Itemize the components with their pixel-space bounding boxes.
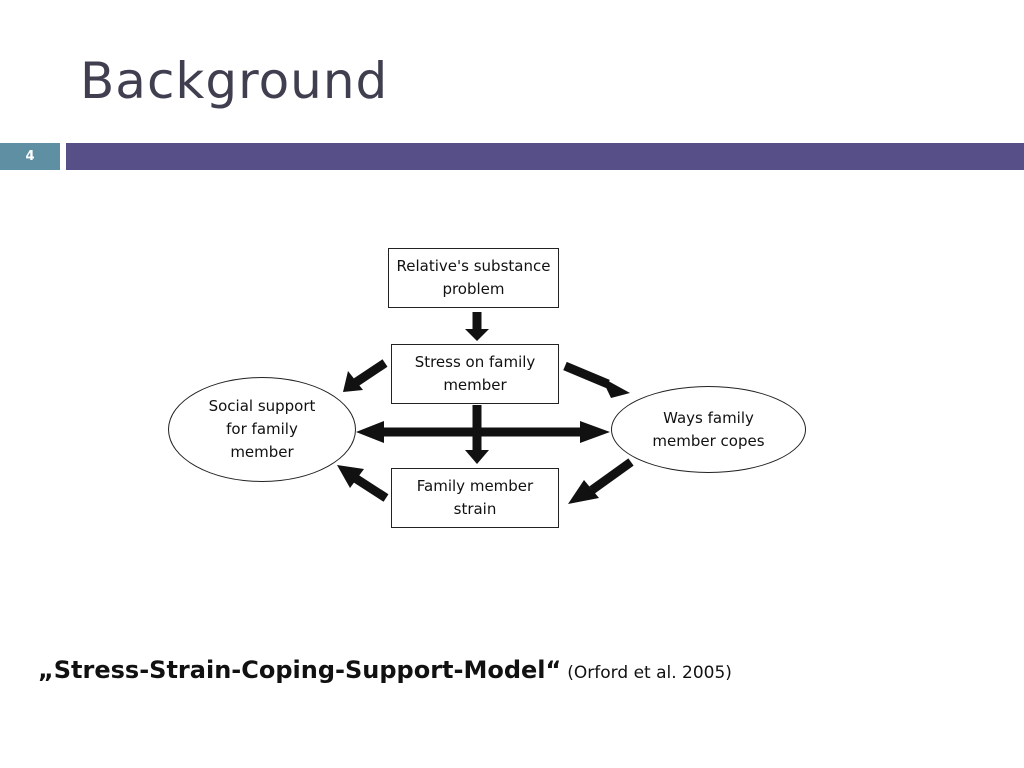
node-substance-problem: Relative's substance problem — [388, 248, 559, 308]
arrow-stress-to-copes — [563, 361, 630, 398]
node-strain: Family member strain — [391, 468, 559, 528]
diagram-arrows — [337, 312, 634, 504]
node-coping: Ways family member copes — [611, 386, 806, 473]
slide-title: Background — [80, 52, 389, 110]
citation: (Orford et al. 2005) — [567, 663, 732, 683]
arrow-strain-to-support — [337, 465, 389, 502]
arrow-substance-to-stress — [465, 312, 489, 341]
model-name: „Stress-Strain-Coping-Support-Model“ — [38, 656, 562, 684]
node-social-support: Social support for family member — [168, 377, 356, 482]
page-number: 4 — [0, 143, 60, 170]
title-bar — [66, 143, 1024, 170]
caption: „Stress-Strain-Coping-Support-Model“(Orf… — [38, 656, 732, 684]
stress-strain-diagram: Relative's substance problem Stress on f… — [160, 240, 820, 540]
arrow-copes-to-strain — [568, 458, 634, 504]
arrow-support-copes-bidirectional — [356, 421, 610, 443]
node-stress: Stress on family member — [391, 344, 559, 404]
arrow-stress-to-support — [343, 359, 388, 392]
